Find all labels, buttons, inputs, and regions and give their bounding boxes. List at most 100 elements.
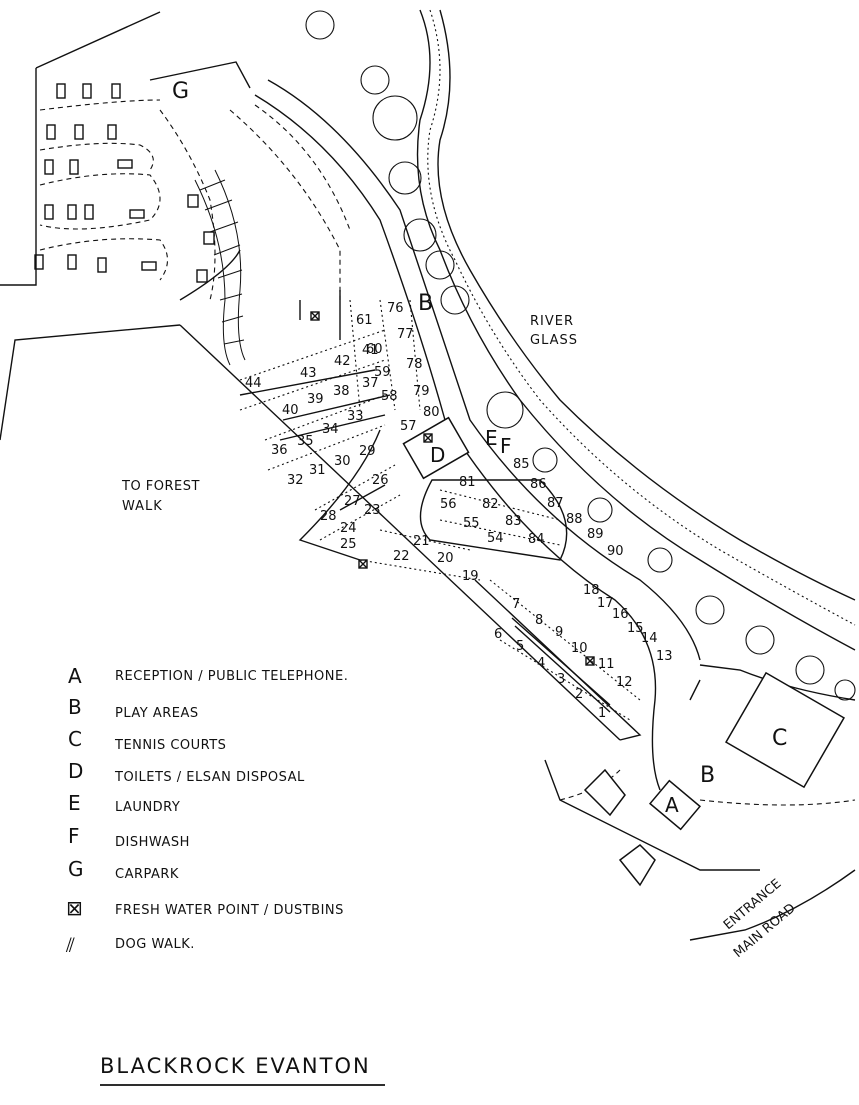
river-glass [416, 9, 856, 651]
pitch-87: 87 [547, 496, 564, 511]
pitch-2: 2 [575, 687, 583, 702]
pitch-86: 86 [530, 477, 547, 492]
reception-building [648, 779, 702, 831]
pitch-80: 80 [423, 405, 440, 420]
area-label-b-entrance: B [700, 763, 715, 788]
pitch-82: 82 [482, 497, 499, 512]
house-1 [583, 768, 626, 817]
area-label-d: D [430, 443, 445, 467]
pitch-42: 42 [334, 354, 351, 369]
pitch-1: 1 [598, 706, 606, 721]
pitch-7: 7 [512, 597, 520, 612]
map-title: BLACKROCK EVANTON [100, 1054, 385, 1086]
pitch-11: 11 [598, 657, 615, 672]
pitch-16: 16 [612, 607, 629, 622]
legend: A RECEPTION / PUBLIC TELEPHONE. B PLAY A… [65, 664, 348, 957]
pitch-33: 33 [347, 409, 364, 424]
pitch-8: 8 [535, 613, 543, 628]
legend-key-c: C [68, 727, 82, 751]
pitch-23: 23 [364, 503, 381, 518]
pitch-14: 14 [641, 631, 658, 646]
pitch-27: 27 [344, 494, 361, 509]
pitch-3: 3 [557, 672, 565, 687]
dog-walk-icon: ⫽ [65, 933, 75, 957]
pitch-6: 6 [494, 627, 502, 642]
house-2 [618, 844, 656, 887]
legend-key-d: D [68, 759, 83, 783]
pitch-37: 37 [362, 376, 379, 391]
area-label-f: F [500, 434, 512, 458]
pitch-5: 5 [516, 639, 524, 654]
dog-walk-hatching [194, 169, 246, 366]
legend-text-dog-walk: DOG WALK. [115, 937, 195, 952]
area-label-c: C [772, 726, 787, 751]
pitch-40: 40 [282, 403, 299, 418]
pitch-26: 26 [372, 473, 389, 488]
pitch-22: 22 [393, 549, 410, 564]
pitch-44: 44 [245, 376, 262, 391]
pitch-36: 36 [271, 443, 288, 458]
tennis-courts [725, 671, 845, 789]
pitch-28: 28 [320, 509, 337, 524]
pitch-31: 31 [309, 463, 326, 478]
legend-text-c: TENNIS COURTS [114, 738, 226, 753]
pitch-77: 77 [397, 327, 414, 342]
pitch-78: 78 [406, 357, 423, 372]
legend-text-a: RECEPTION / PUBLIC TELEPHONE. [115, 669, 348, 684]
pitch-38: 38 [333, 384, 350, 399]
legend-text-e: LAUNDRY [115, 800, 180, 815]
pitch-58: 58 [381, 389, 398, 404]
pitch-grid [239, 299, 641, 721]
pitch-10: 10 [571, 641, 588, 656]
pitch-24: 24 [340, 521, 357, 536]
pitch-4: 4 [537, 656, 545, 671]
map-title-text: BLACKROCK EVANTON [100, 1054, 371, 1078]
pitch-89: 89 [587, 527, 604, 542]
pitch-30: 30 [334, 454, 351, 469]
area-label-g: G [172, 79, 189, 104]
pitch-34: 34 [322, 422, 339, 437]
pitch-41: 41 [362, 343, 379, 358]
pitch-17: 17 [597, 596, 614, 611]
area-label-a: A [665, 793, 679, 817]
forest-label-line-2: WALK [122, 499, 163, 514]
pitch-81: 81 [459, 475, 476, 490]
legend-text-d: TOILETS / ELSAN DISPOSAL [114, 770, 305, 785]
pitch-13: 13 [656, 649, 673, 664]
pitch-57: 57 [400, 419, 417, 434]
pitch-90: 90 [607, 544, 624, 559]
pitch-19: 19 [462, 569, 479, 584]
river-label-line-2: GLASS [530, 333, 578, 348]
pitch-61: 61 [356, 313, 373, 328]
pitch-55: 55 [463, 516, 480, 531]
pitch-numbers: 1 2 3 4 5 6 7 8 9 10 11 12 13 14 15 16 1… [245, 301, 673, 721]
water-point-icon: ⊠ [66, 896, 83, 920]
pitch-88: 88 [566, 512, 583, 527]
pitch-32: 32 [287, 473, 304, 488]
pitch-54: 54 [487, 531, 504, 546]
area-label-e: E [485, 426, 498, 450]
pitch-20: 20 [437, 551, 454, 566]
pitch-21: 21 [413, 534, 430, 549]
pitch-18: 18 [583, 583, 600, 598]
legend-key-a: A [68, 664, 82, 688]
pitch-59: 59 [374, 365, 391, 380]
site-boundaries [0, 11, 856, 941]
toilets-block [402, 416, 470, 480]
legend-key-f: F [68, 824, 80, 848]
pitch-84: 84 [528, 532, 545, 547]
pitch-35: 35 [297, 434, 314, 449]
pitch-39: 39 [307, 392, 324, 407]
legend-key-g: G [68, 857, 84, 881]
legend-text-water: FRESH WATER POINT / DUSTBINS [115, 903, 344, 918]
area-label-b-river: B [418, 291, 433, 316]
pitch-12: 12 [616, 675, 633, 690]
pitch-85: 85 [513, 457, 530, 472]
pitch-43: 43 [300, 366, 317, 381]
forest-label-line-1: TO FOREST [121, 479, 200, 494]
buildings [402, 416, 845, 887]
legend-text-g: CARPARK [115, 867, 179, 882]
pitch-29: 29 [359, 444, 376, 459]
pitch-15: 15 [627, 621, 644, 636]
